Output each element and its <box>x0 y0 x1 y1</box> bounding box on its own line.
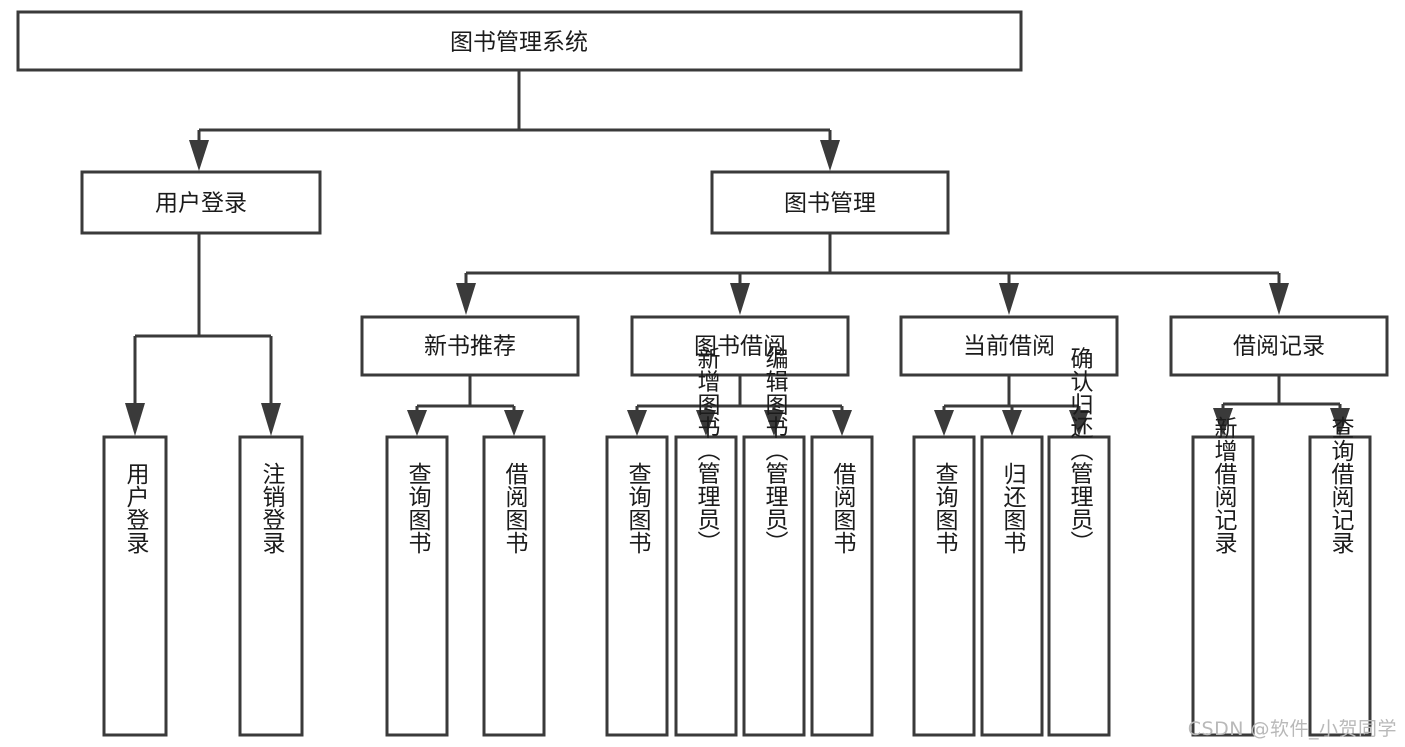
leaf-logout-label: 注销登录 <box>258 462 286 554</box>
leaf-bb-query-book-box[interactable] <box>605 435 669 737</box>
leaf-newbook-query-book-box[interactable] <box>385 435 449 737</box>
node-user-login[interactable]: 用户登录 <box>80 170 322 235</box>
node-book-manage[interactable]: 图书管理 <box>710 170 950 235</box>
leaf-user-login-label: 用户登录 <box>122 462 150 554</box>
arrow-head-leaf-cb-confirm <box>1069 410 1089 436</box>
node-user-login-label: 用户登录 <box>155 191 247 217</box>
leaf-newbook-borrow-book-box[interactable] <box>482 435 546 737</box>
arrow-head-leaf-bb-edit <box>764 410 784 436</box>
connectors-root-to-level2 <box>189 70 840 171</box>
leaf-logout-box[interactable] <box>238 435 304 737</box>
leaf-cb-query-book-label: 查询图书 <box>931 462 959 554</box>
leaf-cb-confirm-return-label: 确认归还（管理员） <box>1066 347 1094 554</box>
node-root-label: 图书管理系统 <box>450 30 588 56</box>
node-borrow-record-box[interactable] <box>1169 315 1389 377</box>
arrow-head-leaf-bb-query <box>627 410 647 436</box>
node-new-book-recommend-box[interactable] <box>360 315 580 377</box>
leaf-br-query-record[interactable]: 查询借阅记录 <box>1308 416 1372 737</box>
arrow-head-user-login <box>189 140 209 171</box>
leaf-bb-borrow-book[interactable]: 借阅图书 <box>810 435 874 737</box>
leaf-cb-return-book-box[interactable] <box>980 435 1044 737</box>
leaf-bb-edit-book-box[interactable] <box>742 435 806 737</box>
node-book-borrow[interactable]: 图书借阅 <box>630 315 850 377</box>
node-current-borrow[interactable]: 当前借阅 <box>899 315 1119 377</box>
leaf-cb-confirm-return[interactable]: 确认归还（管理员） <box>1047 347 1111 737</box>
connectors-user-login-to-leaves <box>125 233 281 436</box>
connectors-current-borrow-to-leaves <box>934 375 1089 436</box>
leaf-newbook-borrow-book[interactable]: 借阅图书 <box>482 435 546 737</box>
leaf-bb-edit-book-label: 编辑图书（管理员） <box>761 347 789 554</box>
node-book-borrow-box[interactable] <box>630 315 850 377</box>
arrow-head-leaf-br-query <box>1330 408 1350 436</box>
leaf-br-query-record-label: 查询借阅记录 <box>1327 416 1355 554</box>
node-book-manage-box[interactable] <box>710 170 950 235</box>
arrow-head-new-book <box>456 283 476 315</box>
leaf-bb-query-book[interactable]: 查询图书 <box>605 435 669 737</box>
connectors-book-borrow-to-leaves <box>627 375 852 436</box>
arrow-head-book-borrow <box>730 283 750 315</box>
arrow-head-leaf-cb-query <box>934 410 954 436</box>
leaf-cb-confirm-return-box[interactable] <box>1047 435 1111 737</box>
arrow-head-borrow-record <box>1269 283 1289 315</box>
node-new-book-recommend[interactable]: 新书推荐 <box>360 315 580 377</box>
leaf-br-query-record-box[interactable] <box>1308 435 1372 737</box>
node-user-login-box[interactable] <box>80 170 322 235</box>
node-borrow-record-label: 借阅记录 <box>1233 334 1325 360</box>
leaf-bb-borrow-book-label: 借阅图书 <box>829 462 857 554</box>
leaf-user-login-box[interactable] <box>102 435 168 737</box>
connectors-book-manage-to-level3 <box>456 233 1289 315</box>
node-root-system[interactable]: 图书管理系统 <box>16 10 1023 72</box>
leaf-cb-query-book[interactable]: 查询图书 <box>912 435 976 737</box>
arrow-head-leaf-newbook-borrow <box>504 410 524 436</box>
node-book-manage-label: 图书管理 <box>784 191 876 217</box>
arrow-head-leaf-user-login <box>125 403 145 436</box>
leaf-bb-query-book-label: 查询图书 <box>624 462 652 554</box>
arrow-head-book-manage <box>820 140 840 171</box>
node-book-borrow-label: 图书借阅 <box>694 334 786 360</box>
arrow-head-current-borrow <box>999 283 1019 315</box>
leaf-cb-return-book[interactable]: 归还图书 <box>980 435 1044 737</box>
leaf-newbook-query-book[interactable]: 查询图书 <box>385 435 449 737</box>
leaf-newbook-query-book-label: 查询图书 <box>404 462 432 554</box>
leaf-bb-borrow-book-box[interactable] <box>810 435 874 737</box>
leaf-br-add-record-box[interactable] <box>1191 435 1255 737</box>
arrow-head-leaf-cb-return <box>1002 410 1022 436</box>
leaf-logout[interactable]: 注销登录 <box>238 435 304 737</box>
leaf-newbook-borrow-book-label: 借阅图书 <box>501 462 529 554</box>
leaf-bb-add-book[interactable]: 新增图书（管理员） <box>674 347 738 737</box>
connectors-new-book-to-leaves <box>407 375 524 436</box>
leaf-bb-edit-book[interactable]: 编辑图书（管理员） <box>742 347 806 737</box>
leaf-br-add-record-label: 新增借阅记录 <box>1210 416 1238 554</box>
connectors-borrow-record-to-leaves <box>1213 375 1350 436</box>
leaf-br-add-record[interactable]: 新增借阅记录 <box>1191 416 1255 737</box>
node-root-box[interactable] <box>16 10 1023 72</box>
leaf-cb-return-book-label: 归还图书 <box>999 462 1027 554</box>
leaf-user-login[interactable]: 用户登录 <box>102 435 168 737</box>
node-new-book-recommend-label: 新书推荐 <box>424 334 516 360</box>
node-current-borrow-box[interactable] <box>899 315 1119 377</box>
arrow-head-leaf-bb-borrow <box>832 410 852 436</box>
arrow-head-leaf-logout <box>261 403 281 436</box>
leaf-cb-query-book-box[interactable] <box>912 435 976 737</box>
node-borrow-record[interactable]: 借阅记录 <box>1169 315 1389 377</box>
node-current-borrow-label: 当前借阅 <box>963 334 1055 360</box>
leaf-bb-add-book-label: 新增图书（管理员） <box>693 347 721 554</box>
leaf-bb-add-book-box[interactable] <box>674 435 738 737</box>
arrow-head-leaf-newbook-query <box>407 410 427 436</box>
arrow-head-leaf-br-add <box>1213 408 1233 436</box>
arrow-head-leaf-bb-add <box>696 410 716 436</box>
